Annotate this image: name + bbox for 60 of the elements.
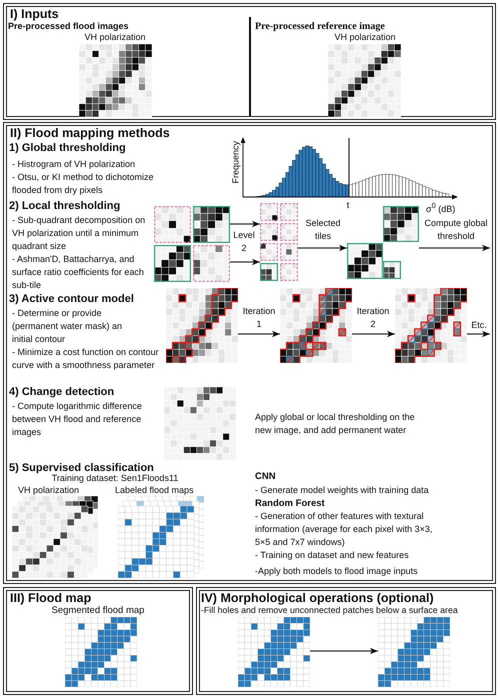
image-caption: VH polarization (333, 32, 397, 43)
section-heading: 1) Global thresholding (9, 141, 127, 155)
bullet-text: - Sub-quadrant decomposition on VH polarization until a minimum quadrant size (12, 214, 146, 253)
bullet-text: - Otsu, or KI method to dichotomize flooded from dry pixels (12, 171, 155, 197)
subheading: Pre-processed reference image (255, 21, 386, 32)
arrow (230, 220, 260, 228)
quadrant-tiles (154, 206, 230, 282)
description-text: -Fill holes and remove unconnected patches below a surface area (201, 605, 459, 616)
panel (196, 587, 496, 695)
panel (3, 122, 496, 584)
axis-label: σ$^{0}$ (dB) (426, 200, 456, 216)
contour-image (280, 288, 352, 363)
axis-label: Frequency (230, 142, 242, 184)
arrow (466, 330, 490, 338)
bullet-text: - Ashman'D, Battacharrya, and surface ratio coefficients for each sub-tile (12, 253, 145, 292)
edge-label: Level 2 (232, 229, 256, 255)
image-caption: VH polarization (18, 485, 80, 496)
body-text: Apply global or local thresholding on the new image, and add permanent water (255, 411, 416, 437)
bullet-text: - Generate model weights with training data (255, 484, 430, 497)
flood-map-image (378, 617, 450, 687)
bullet-text: - Training on dataset and new features (255, 549, 410, 562)
panel-heading: I) Inputs (10, 7, 59, 21)
threshold-label: t (346, 199, 350, 212)
arrow (418, 244, 490, 252)
subheading: Pre-processed flood images (8, 21, 130, 32)
panel (3, 3, 496, 120)
image-caption: Training dataset: Sen1Floods11 (52, 473, 180, 484)
model-name: Random Forest (255, 497, 326, 510)
section-heading: 3) Active contour model (9, 292, 135, 306)
arrow (238, 330, 280, 338)
bullet-text: - Compute logarithmic difference between VH flood and reference images (12, 400, 143, 439)
section-heading: 4) Change detection (9, 385, 116, 399)
arrow (230, 258, 260, 266)
bullet-text: - Minimize a cost function on contour curve with a smoothness parameter (12, 346, 160, 372)
edge-label: Selected tiles (304, 217, 342, 243)
panel-heading: II) Flood mapping methods (10, 126, 170, 140)
edge-label: Iteration 2 (356, 305, 390, 331)
bullet-text: - Generation of other features with textural information (average for each pixel with 3×3, 5×5 and 7x7 windows) (255, 510, 434, 549)
contour-image (166, 288, 238, 363)
panel (3, 587, 193, 695)
section-heading: 2) Local thresholding (9, 199, 122, 213)
panel-heading: IV) Morphological operations (optional) (201, 591, 434, 605)
sub-tile-grid (260, 202, 298, 282)
bullet-text: - Determine or provide (permanent water mask) an initial contour (12, 307, 124, 346)
contour-image (395, 288, 467, 363)
edge-label: Compute global threshold (423, 217, 489, 243)
image-caption: VH polarization (83, 32, 147, 43)
edge-label: Etc. (470, 319, 488, 332)
image-caption: Labeled flood maps (115, 485, 195, 496)
bullet-text: -Apply both models to flood image inputs (255, 565, 419, 578)
image-caption: Segmented flood map (50, 605, 146, 616)
edge-label: Iteration 1 (242, 305, 276, 331)
section-heading: 5) Supervised classification (9, 461, 155, 474)
arrow (352, 330, 396, 338)
model-name: CNN (255, 470, 277, 483)
arrow (310, 648, 378, 654)
flood-map-image (238, 617, 310, 687)
arrow (298, 244, 348, 252)
panel-heading: III) Flood map (10, 591, 92, 605)
bullet-text: - Histrogram of VH polarization (12, 158, 136, 171)
